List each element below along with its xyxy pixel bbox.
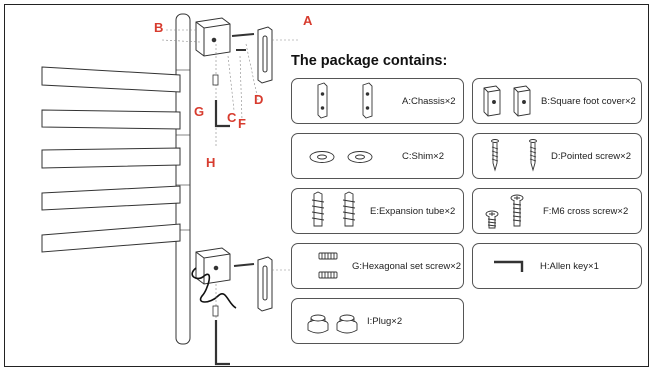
towel-bars bbox=[41, 66, 181, 253]
part-label-pointed-screw: D:Pointed screw×2 bbox=[551, 151, 631, 162]
callout-d: D bbox=[254, 92, 264, 107]
square-foot-cover-icon bbox=[483, 85, 531, 117]
plug-icon bbox=[307, 314, 358, 334]
wire bbox=[191, 267, 237, 309]
part-box-hexagonal-set-screw bbox=[291, 243, 464, 289]
part-label-allen-key: H:Allen key×1 bbox=[540, 261, 599, 272]
part-label-hexagonal-set-screw: G:Hexagonal set screw×2 bbox=[352, 261, 462, 272]
hexagonal-set-screw-icon bbox=[318, 252, 338, 279]
callout-g: G bbox=[194, 104, 205, 119]
pointed-screw-icon bbox=[491, 139, 537, 172]
pole bbox=[175, 13, 191, 345]
allen-key-icon bbox=[494, 260, 524, 272]
towel-bar bbox=[41, 185, 181, 211]
m6-cross-screw-icon bbox=[485, 194, 524, 229]
package-heading: The package contains: bbox=[291, 53, 448, 69]
part-label-m6-cross-screw: F:M6 cross screw×2 bbox=[543, 206, 629, 217]
part-label-chassis: A:Chassis×2 bbox=[402, 96, 456, 107]
callout-f: F bbox=[238, 116, 246, 131]
allen-key-bottom bbox=[214, 320, 230, 366]
set-screw bbox=[212, 74, 219, 86]
part-box-allen-key bbox=[472, 243, 642, 289]
part-label-shim: C:Shim×2 bbox=[402, 151, 444, 162]
callout-a: A bbox=[303, 13, 313, 28]
towel-bar bbox=[41, 109, 181, 130]
part-box-m6-cross-screw bbox=[472, 188, 642, 234]
towel-bar bbox=[41, 147, 181, 169]
set-screw-bottom bbox=[212, 305, 219, 317]
towel-bar bbox=[41, 66, 181, 93]
allen-key bbox=[214, 100, 230, 128]
expansion-tube-icon bbox=[311, 191, 356, 227]
part-label-expansion-tube: E:Expansion tube×2 bbox=[370, 206, 456, 217]
callout-b: B bbox=[154, 20, 164, 35]
shim-icon bbox=[309, 151, 373, 163]
chassis-icon bbox=[317, 82, 373, 119]
callout-h: H bbox=[206, 155, 216, 170]
callout-c: C bbox=[227, 110, 237, 125]
towel-bar bbox=[41, 223, 181, 253]
frame-border bbox=[4, 4, 649, 367]
part-label-square-foot-cover: B:Square foot cover×2 bbox=[541, 96, 636, 107]
part-box-pointed-screw bbox=[472, 133, 642, 179]
top-bracket bbox=[195, 17, 273, 84]
part-label-plug: I:Plug×2 bbox=[367, 316, 403, 327]
